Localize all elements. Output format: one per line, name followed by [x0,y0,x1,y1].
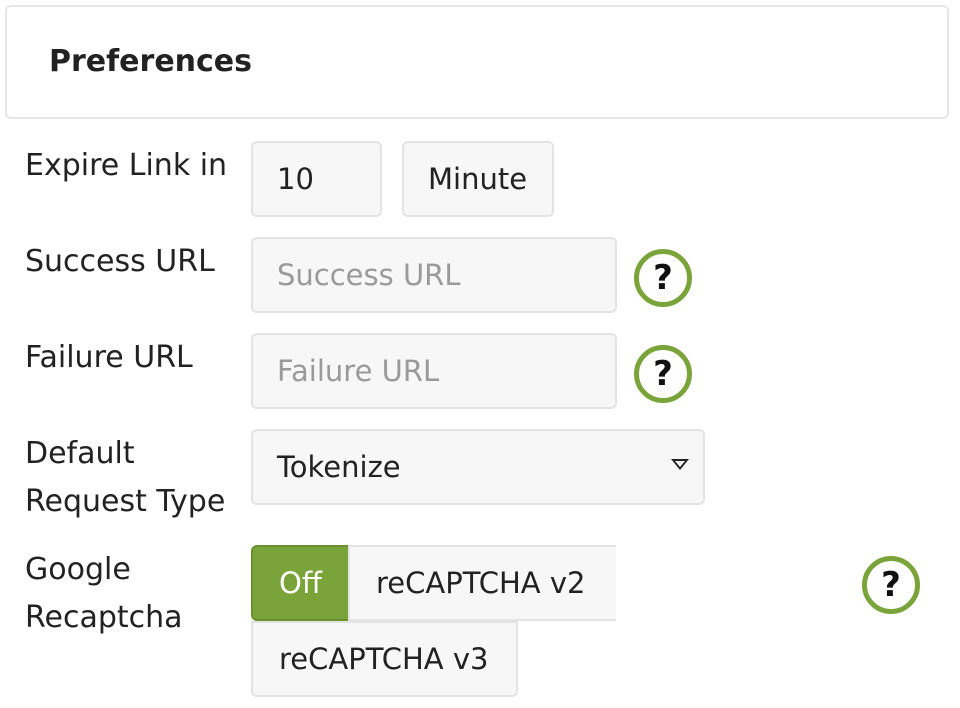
expire-unit-select[interactable]: Minute [402,141,554,217]
recaptcha-option-off[interactable]: Off [251,545,350,621]
panel-title: Preferences [49,44,253,79]
request-type-label-line2: Request Type [25,484,226,519]
success-url-input[interactable] [251,237,617,313]
failure-url-label: Failure URL [25,340,193,375]
success-url-help-icon[interactable]: ? [634,249,692,307]
success-url-label: Success URL [25,244,215,279]
recaptcha-option-v3[interactable]: reCAPTCHA v3 [251,621,518,697]
request-type-select[interactable]: Tokenize [251,429,705,505]
failure-url-help-icon[interactable]: ? [634,345,692,403]
chevron-down-icon [671,459,689,470]
request-type-label-line1: Default [25,436,135,471]
recaptcha-label-line1: Google [25,552,131,587]
failure-url-input[interactable] [251,333,617,409]
expire-unit-value: Minute [428,162,528,196]
expire-link-label: Expire Link in [25,148,228,183]
request-type-value: Tokenize [277,450,401,484]
recaptcha-option-v2[interactable]: reCAPTCHA v2 [348,545,616,621]
expire-value-input[interactable] [251,141,382,217]
preferences-panel-header: Preferences [5,5,949,119]
recaptcha-help-icon[interactable]: ? [862,556,920,614]
recaptcha-label-line2: Recaptcha [25,600,183,635]
